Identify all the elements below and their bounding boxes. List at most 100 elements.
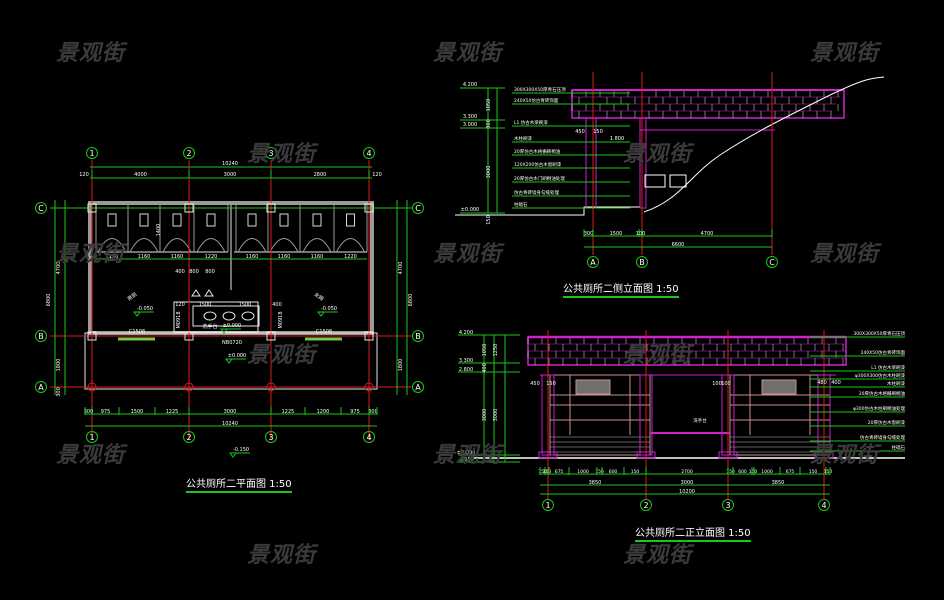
note-text: 300X300X50厚青石压顶: [853, 330, 905, 337]
column-box: [184, 331, 194, 341]
dim-text: 800: [205, 269, 215, 275]
note-text: 20厚仿古木格栅刷桐油: [514, 148, 561, 155]
note-text: L1 仿古木梁刷漆: [871, 364, 905, 371]
plan-platform: [84, 332, 378, 390]
note-text: 240X50仿古青砖饰面: [861, 349, 906, 356]
axis-label: 4: [366, 433, 371, 442]
axis-bubble: [86, 431, 98, 443]
column-base: [636, 451, 656, 459]
dim-text: 6800: [46, 294, 52, 307]
dim-text: 150: [595, 469, 604, 475]
toilet-icon: [247, 213, 257, 227]
dim-text: 1160: [106, 254, 119, 260]
wash-counter: [173, 301, 259, 333]
dim-text: 10240: [222, 421, 238, 427]
dim-text: 1800: [56, 359, 62, 372]
stall-door-swing: [237, 238, 267, 253]
axis-bubble: [722, 499, 734, 511]
dim-text: NB0720: [222, 340, 242, 346]
column-box: [266, 203, 276, 213]
dim-text: 150: [486, 215, 492, 225]
note-text: 20厚仿古木门刷桐油处理: [514, 175, 565, 182]
axis-bubble: [412, 330, 424, 342]
axis-bubble: [35, 330, 47, 342]
dim-text: 150: [749, 469, 758, 475]
dim-text: 3000: [681, 480, 694, 486]
dim-text: 洗手台: [202, 323, 217, 330]
front-elevation-title: 公共厕所二正立面图 1:50: [635, 524, 751, 542]
dim-text: 300: [486, 119, 492, 129]
dim-text: 300: [84, 409, 94, 415]
column-box: [266, 331, 276, 341]
dim-text: 1500: [131, 409, 144, 415]
toilet-icon: [172, 213, 182, 227]
note-text: φ300仿古木柱刷桐油处理: [853, 405, 906, 412]
dim-text: 150: [546, 381, 556, 387]
dim-text: M0918: [176, 311, 182, 328]
dim-text: 4700: [56, 262, 62, 275]
dim-text: -0.050: [137, 306, 153, 312]
dim-text: 男厕: [127, 292, 139, 303]
dim-text: 1050: [486, 99, 492, 112]
note-text: 20厚仿古木格栅刷桐油: [859, 390, 906, 397]
axis-bubble: [363, 431, 375, 443]
side-slope-cut: [643, 76, 885, 213]
dim-text: 4700: [398, 262, 404, 275]
axis-bubble: [636, 256, 648, 268]
dim-text: 400: [831, 380, 841, 386]
note-text: 柱础石: [892, 444, 906, 451]
dim-text: 400: [175, 269, 185, 275]
dim-text: 1000: [761, 469, 773, 475]
note-text: 仿古青砖墙身勾缝处理: [860, 434, 905, 441]
dim-text: 1160: [278, 254, 291, 260]
side-elevation-title: 公共厕所二侧立面图 1:50: [563, 280, 679, 298]
note-text: 240X50仿古青砖饰面: [514, 97, 559, 104]
axis-label: 4: [366, 149, 371, 158]
dim-text: 4.200: [463, 82, 477, 88]
dim-text: 120: [175, 302, 185, 308]
axis-bubble: [183, 147, 195, 159]
dim-text: 975: [101, 409, 111, 415]
axis-bubble: [265, 431, 277, 443]
axis-label: 1: [545, 501, 550, 510]
front-column: [721, 374, 735, 456]
dim-text: 450: [530, 381, 540, 387]
dim-text: 3850: [589, 480, 602, 486]
column-box: [87, 203, 97, 213]
column-box: [184, 203, 194, 213]
dim-text: 1050: [482, 344, 488, 357]
dim-text: 150: [824, 469, 833, 475]
note-text: 木柱刷漆: [887, 380, 905, 387]
axis-bubble: [766, 256, 778, 268]
axis-label: A: [38, 383, 44, 392]
dim-text: 1800: [398, 359, 404, 372]
axis-label: 1: [89, 149, 94, 158]
front-column: [639, 374, 653, 456]
dim-text: 3.000: [463, 122, 477, 128]
dim-text: 6600: [672, 242, 685, 248]
axis-label: B: [415, 332, 421, 341]
dim-text: 2700: [681, 469, 693, 475]
basin: [203, 311, 217, 321]
axis-bubble: [265, 147, 277, 159]
dim-text: 800: [189, 269, 199, 275]
dim-text: 女厕: [313, 291, 325, 302]
axis-bubble: [587, 256, 599, 268]
stall-door-swing: [129, 238, 159, 253]
dim-text: 1000: [577, 469, 589, 475]
dim-text: 3000: [493, 409, 499, 422]
dim-text: 10240: [222, 161, 238, 167]
dim-text: C1508: [129, 329, 145, 335]
front-column: [817, 374, 831, 456]
note-text: 300X300X50厚青石压顶: [514, 86, 566, 93]
dim-text: 1160: [138, 254, 151, 260]
axis-label: 1: [89, 433, 94, 442]
dim-text: 480: [817, 380, 827, 386]
axis-label: A: [415, 383, 421, 392]
